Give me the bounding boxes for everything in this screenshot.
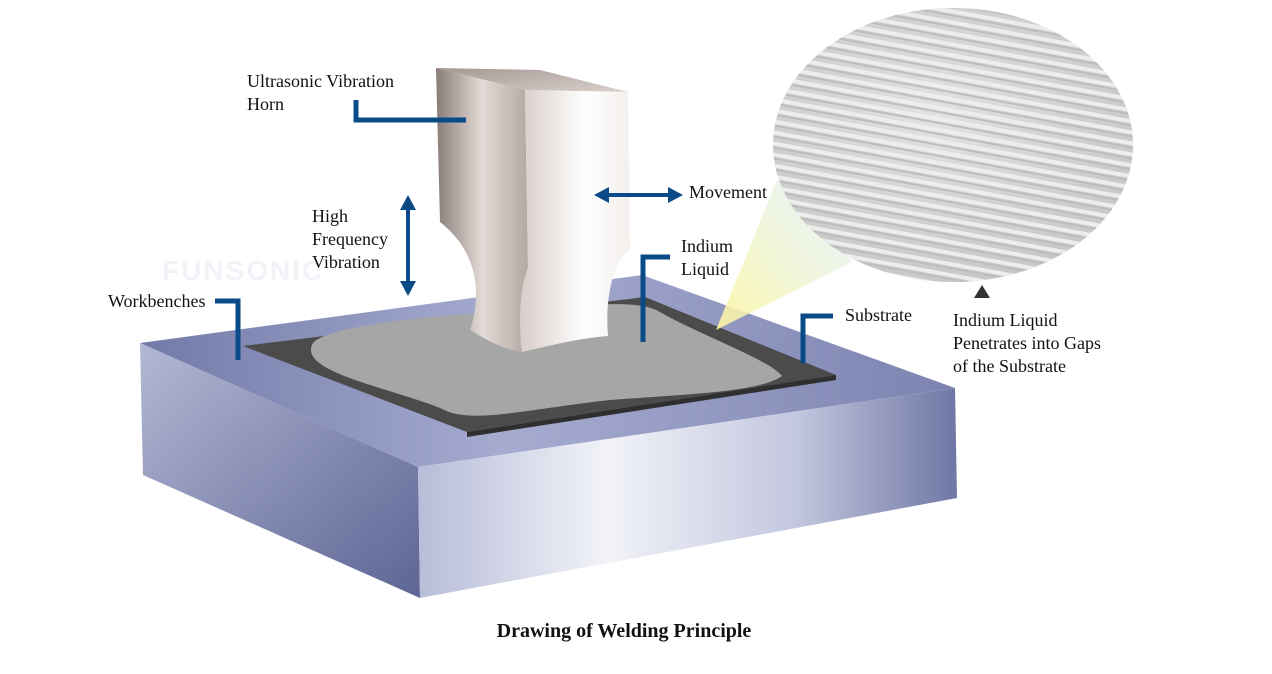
horn-front-face — [436, 68, 528, 352]
groove-shadow — [773, 8, 1133, 62]
vibration-arrow — [400, 195, 416, 296]
groove-highlight — [773, 51, 1133, 125]
groove-highlight — [773, 62, 1133, 136]
watermark-text: FUNSONIC — [162, 255, 325, 286]
groove-highlight — [773, 128, 1133, 202]
horn-top-face — [436, 68, 628, 92]
groove-highlight — [773, 139, 1133, 213]
groove-highlight — [773, 106, 1133, 180]
groove-highlight — [773, 172, 1133, 246]
substrate-callout-line — [800, 313, 833, 363]
movement-label: Movement — [689, 182, 767, 202]
workbench-label: Workbenches — [108, 291, 206, 311]
vibration-label-line-3: Vibration — [312, 252, 380, 272]
groove-highlight — [773, 117, 1133, 191]
workbench-front-face — [418, 388, 957, 598]
groove-highlight — [773, 84, 1133, 158]
vibration-label: High Frequency Vibration — [312, 205, 388, 274]
groove-highlight — [773, 73, 1133, 147]
penetration-label-line-3: of the Substrate — [953, 356, 1066, 376]
groove-shadow — [773, 67, 1133, 139]
substrate-edge — [467, 375, 836, 437]
ultrasonic-horn — [436, 68, 630, 352]
movement-arrow — [594, 187, 683, 203]
groove-highlight — [773, 95, 1133, 169]
callout-lines — [215, 100, 833, 363]
horn-label: Ultrasonic Vibration Horn — [247, 70, 394, 116]
penetration-label-line-2: Penetrates into Gaps — [953, 333, 1101, 353]
groove-shadow — [773, 155, 1133, 227]
groove-shadow — [773, 56, 1133, 128]
groove-highlight — [773, 40, 1133, 114]
indium-label-line-1: Indium — [681, 236, 733, 256]
horn-side-face — [520, 90, 630, 352]
zoom-pointer-triangle — [974, 285, 990, 298]
groove-shadow — [773, 100, 1133, 172]
diagram-caption: Drawing of Welding Principle — [496, 620, 752, 642]
workbench-callout-line — [215, 298, 241, 360]
groove-shadow — [773, 177, 1133, 249]
groove-highlight — [773, 183, 1133, 257]
horn-label-line-2: Horn — [247, 94, 284, 114]
zoom-light-beam — [716, 180, 852, 330]
groove-highlight — [773, 161, 1133, 235]
groove-highlight — [773, 150, 1133, 224]
vibration-label-line-1: High — [312, 206, 348, 226]
groove-highlight — [760, 0, 1140, 2]
groove-shadow — [773, 89, 1133, 161]
penetration-label-line-1: Indium Liquid — [953, 310, 1058, 330]
indium-liquid-label: Indium Liquid — [681, 235, 733, 281]
groove-shadow — [773, 78, 1133, 150]
indium-label-line-2: Liquid — [681, 259, 729, 279]
groove-shadow — [760, 0, 1140, 6]
vibration-label-line-2: Frequency — [312, 229, 388, 249]
workbench-left-face — [140, 343, 420, 598]
indium-callout-line — [640, 254, 670, 342]
groove-shadow — [773, 45, 1133, 117]
substrate-label: Substrate — [845, 305, 912, 325]
groove-shadow — [773, 122, 1133, 194]
horn-callout-line — [353, 100, 466, 123]
groove-shadow — [773, 144, 1133, 216]
groove-shadow — [773, 133, 1133, 205]
groove-shadow — [773, 111, 1133, 183]
penetration-label: Indium Liquid Penetrates into Gaps of th… — [953, 309, 1101, 378]
horn-label-line-1: Ultrasonic Vibration — [247, 71, 395, 91]
groove-shadow — [773, 166, 1133, 238]
indium-liquid — [310, 304, 782, 416]
